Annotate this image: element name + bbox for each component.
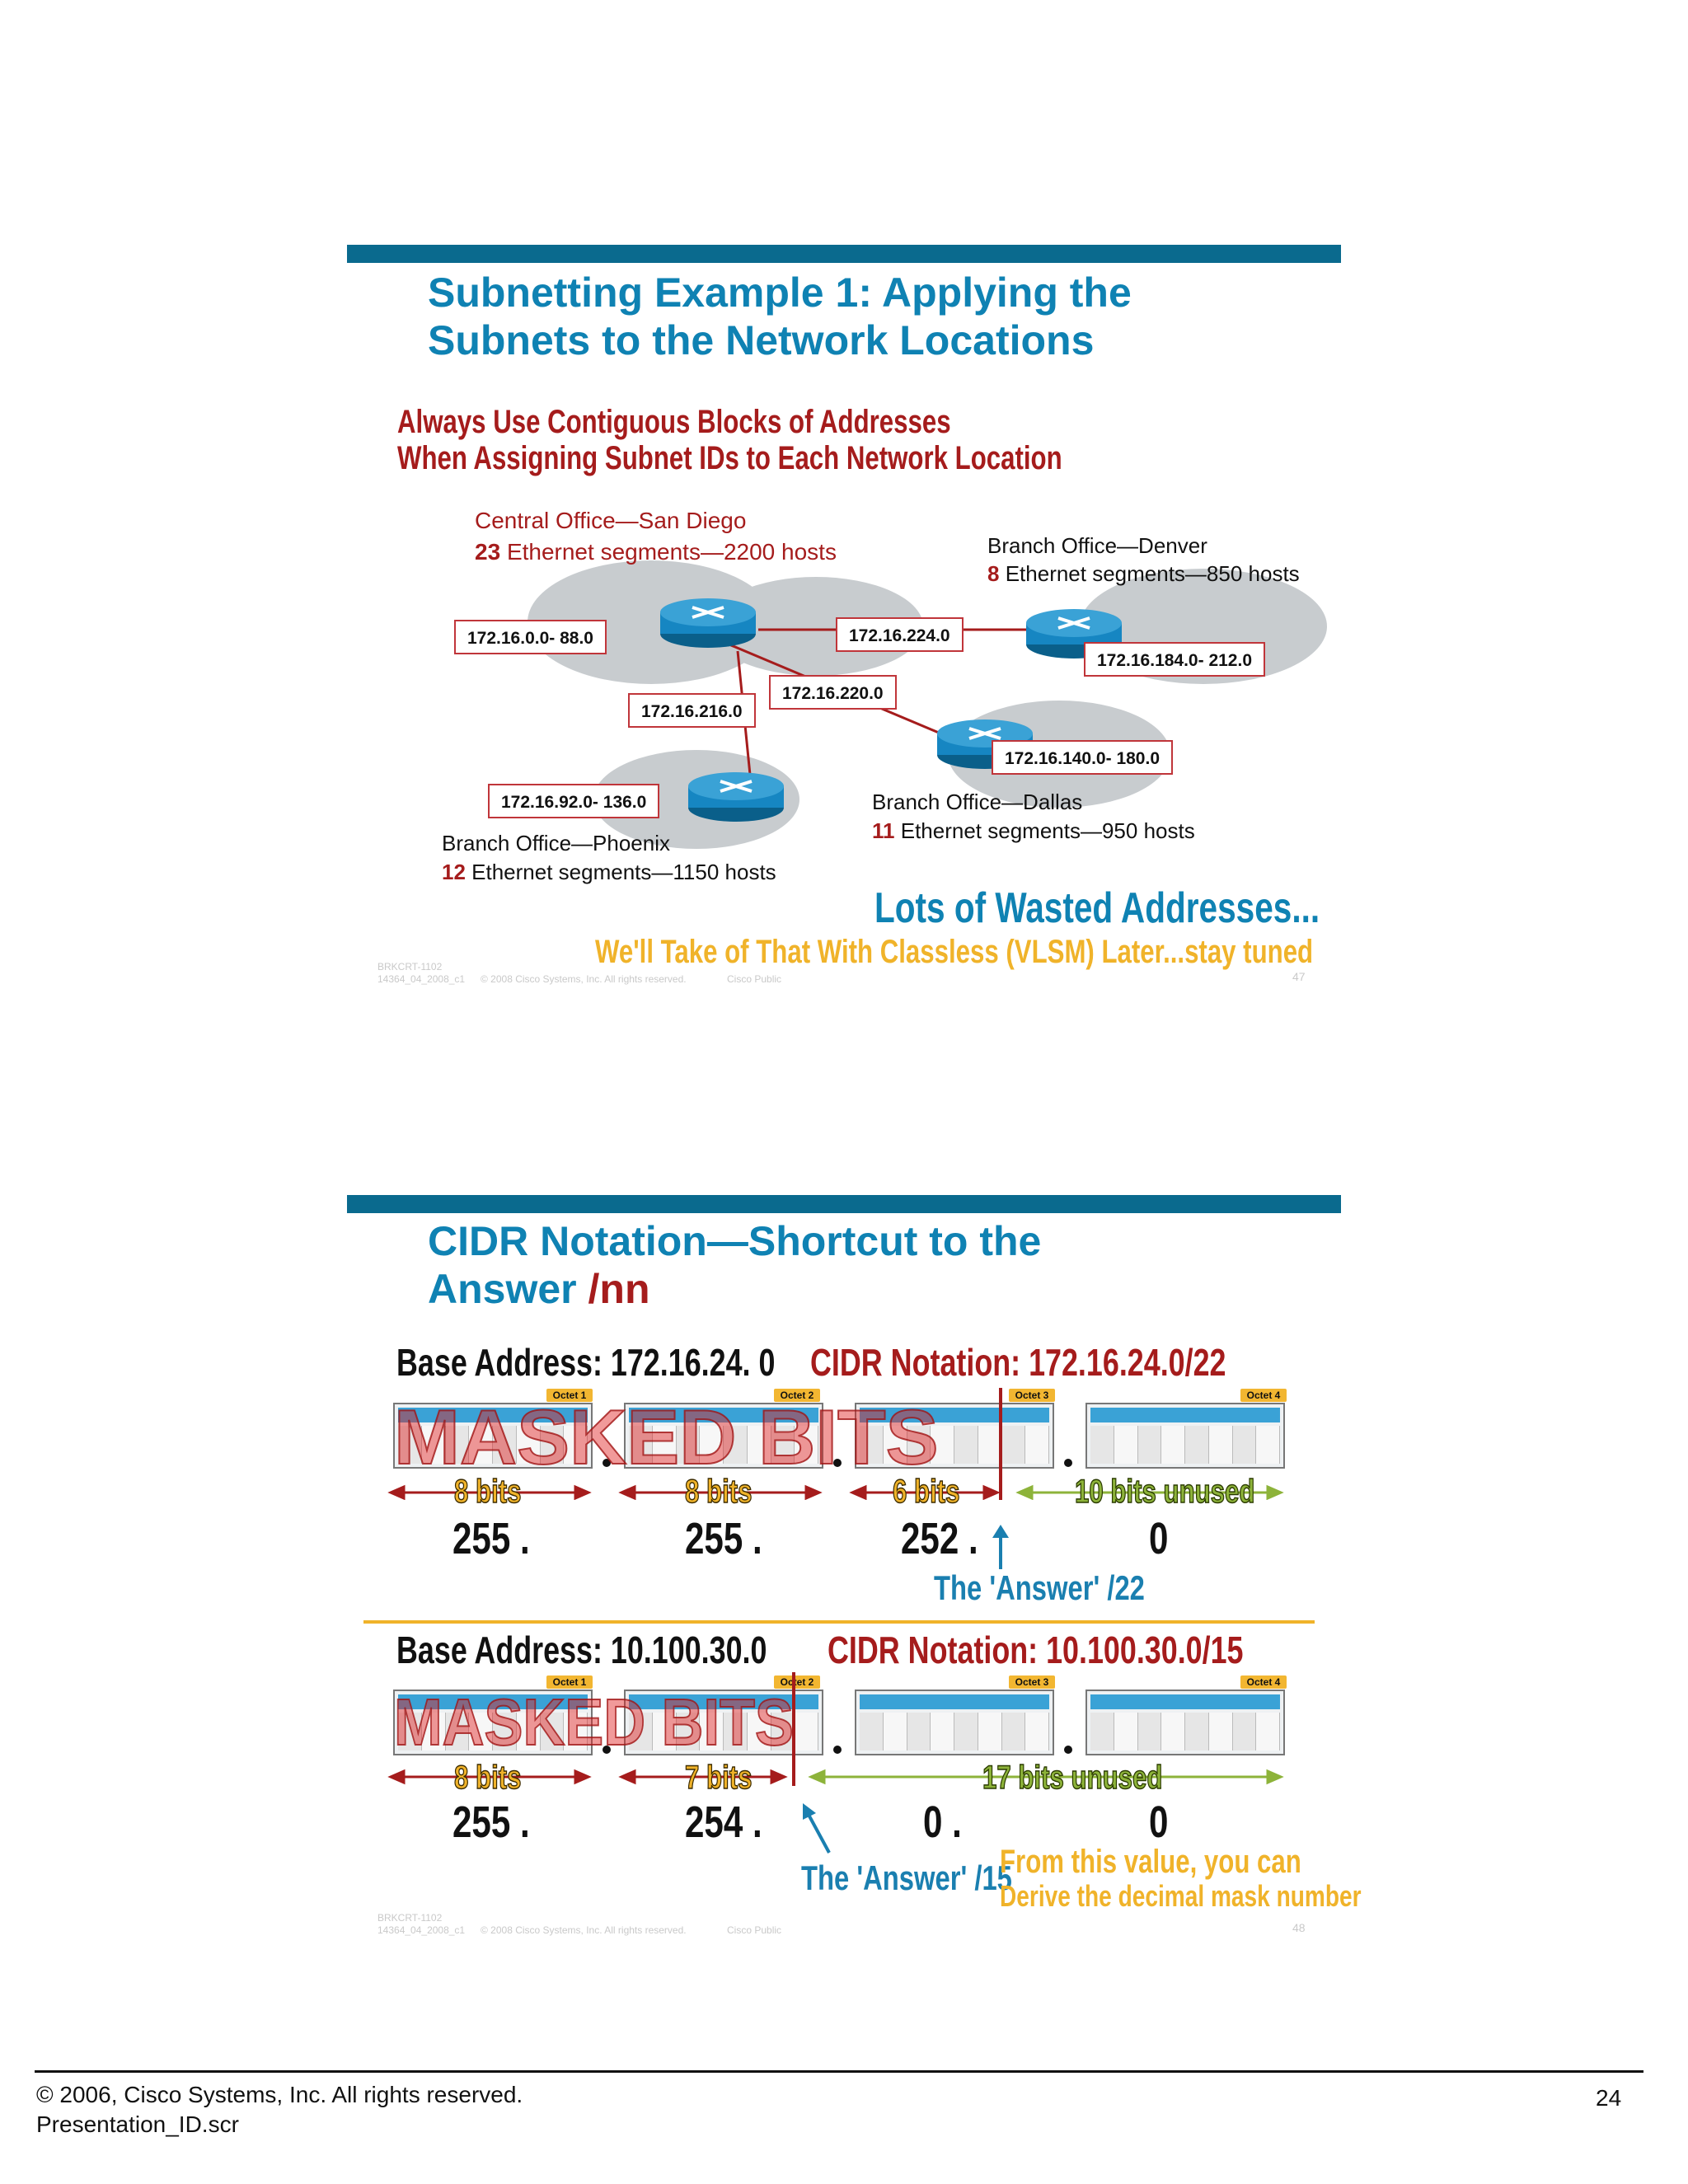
bits-label: 17 bits unused: [982, 1760, 1162, 1797]
footer-rule: [35, 2070, 1643, 2073]
dallas-segment-count: 11: [872, 818, 895, 843]
cidr-notation: CIDR Notation: 10.100.30.0/15: [828, 1628, 1244, 1672]
dallas-segments: 11 Ethernet segments—950 hosts: [872, 818, 1195, 844]
link-dallas-box: 172.16.220.0: [769, 675, 897, 710]
bits-label: 7 bits: [685, 1760, 752, 1797]
answer-arrow-icon: [799, 1803, 841, 1856]
central-segment-detail: Ethernet segments—2200 hosts: [507, 539, 837, 565]
bits-label: 8 bits: [454, 1760, 521, 1797]
slide-header-bar: [347, 1195, 1341, 1213]
derive-note-1: From this value, you can: [1000, 1844, 1301, 1881]
denver-segments: 8 Ethernet segments—850 hosts: [987, 561, 1300, 587]
base-address: Base Address: 172.16.24. 0: [396, 1340, 775, 1385]
denver-range-box: 172.16.184.0- 212.0: [1084, 642, 1265, 677]
slide-title-main: CIDR Notation—Shortcut to the Answer: [428, 1218, 1041, 1312]
answer-arrow-icon: [989, 1525, 1014, 1571]
mask-octet: 254 .: [685, 1797, 762, 1848]
slide-page-number: 47: [1292, 970, 1306, 983]
bits-label: 6 bits: [893, 1474, 959, 1511]
phoenix-range-box: 172.16.92.0- 136.0: [488, 784, 659, 818]
slide-footer-code: BRKCRT-1102: [377, 1912, 442, 1924]
bits-label: 10 bits unused: [1075, 1474, 1254, 1511]
bits-label: 8 bits: [685, 1474, 752, 1511]
dallas-name: Branch Office—Dallas: [872, 790, 1082, 815]
central-office-name: Central Office—San Diego: [475, 508, 746, 534]
dallas-range-box: 172.16.140.0- 180.0: [992, 740, 1173, 775]
mask-octet: 252 .: [901, 1513, 978, 1564]
mask-octet: 0: [1149, 1797, 1168, 1848]
answer-label: The 'Answer' /15: [801, 1858, 1012, 1898]
dallas-segment-detail: Ethernet segments—950 hosts: [901, 818, 1195, 843]
slide-title: CIDR Notation—Shortcut to the Answer /nn: [428, 1217, 1041, 1313]
boundary-and-arrows: [0, 1669, 1688, 1788]
phoenix-segments: 12 Ethernet segments—1150 hosts: [442, 860, 776, 885]
mask-octet: 255 .: [452, 1513, 530, 1564]
denver-segment-detail: Ethernet segments—850 hosts: [1006, 561, 1300, 586]
slide-footer-code: BRKCRT-1102: [377, 961, 442, 972]
slide-footer-id: 14364_04_2008_c1: [377, 973, 465, 985]
boundary-and-arrows: [0, 1385, 1688, 1500]
slide-title-accent: /nn: [588, 1266, 650, 1312]
slide-page-number: 48: [1292, 1921, 1306, 1934]
central-segment-count: 23: [475, 539, 500, 565]
link-denver-box: 172.16.224.0: [836, 617, 964, 652]
base-address: Base Address: 10.100.30.0: [396, 1628, 767, 1672]
slide-footer-public: Cisco Public: [727, 973, 781, 985]
wasted-callout: Lots of Wasted Addresses...: [874, 883, 1320, 933]
footer-filename: Presentation_ID.scr: [36, 2111, 239, 2138]
slide-footer-copyright: © 2008 Cisco Systems, Inc. All rights re…: [481, 973, 687, 985]
bits-label: 8 bits: [454, 1474, 521, 1511]
network-links: [0, 0, 1688, 989]
mask-octet: 255 .: [452, 1797, 530, 1848]
router-icon: [659, 598, 757, 649]
answer-label: The 'Answer' /22: [934, 1568, 1145, 1608]
footer-page-number: 24: [1596, 2085, 1621, 2111]
phoenix-name: Branch Office—Phoenix: [442, 831, 670, 856]
section-divider: [363, 1620, 1315, 1624]
slide-footer-public: Cisco Public: [727, 1924, 781, 1936]
mask-octet: 0 .: [923, 1797, 962, 1848]
link-phoenix-box: 172.16.216.0: [628, 693, 756, 728]
denver-name: Branch Office—Denver: [987, 533, 1207, 559]
mask-octet: 255 .: [685, 1513, 762, 1564]
router-icon: [687, 771, 785, 823]
denver-segment-count: 8: [987, 561, 999, 586]
slide-footer-id: 14364_04_2008_c1: [377, 1924, 465, 1936]
footer-copyright: © 2006, Cisco Systems, Inc. All rights r…: [36, 2082, 523, 2108]
vlsm-callout: We'll Take of That With Classless (VLSM)…: [595, 934, 1313, 971]
phoenix-segment-detail: Ethernet segments—1150 hosts: [471, 860, 776, 884]
phoenix-segment-count: 12: [442, 860, 466, 884]
central-range-box: 172.16.0.0- 88.0: [454, 620, 607, 654]
slide-footer-copyright: © 2008 Cisco Systems, Inc. All rights re…: [481, 1924, 687, 1936]
central-office-segments: 23 Ethernet segments—2200 hosts: [475, 539, 837, 565]
derive-note-2: Derive the decimal mask number: [1000, 1879, 1362, 1914]
cidr-notation: CIDR Notation: 172.16.24.0/22: [810, 1340, 1226, 1385]
mask-octet: 0: [1149, 1513, 1168, 1564]
